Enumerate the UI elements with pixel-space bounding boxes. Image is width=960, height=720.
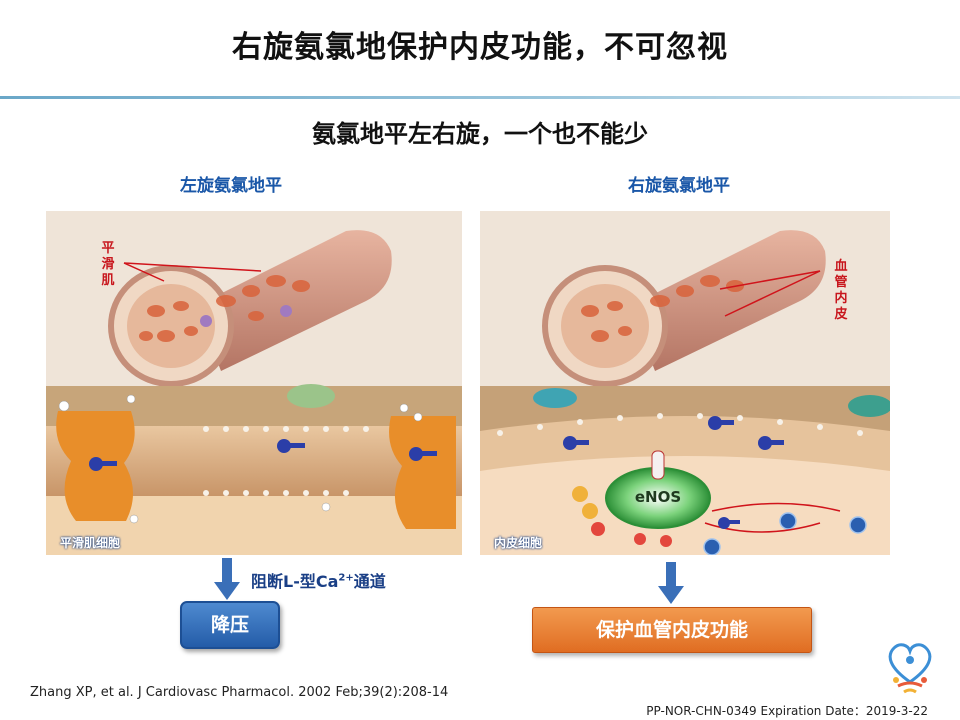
title-divider xyxy=(0,96,960,99)
block-note-superscript: 2+ xyxy=(338,572,354,584)
membrane-protein xyxy=(848,395,890,417)
down-arrow-icon xyxy=(658,562,684,604)
citation-text: Zhang XP, et al. J Cardiovasc Pharmacol.… xyxy=(30,685,449,700)
lower-blood-pressure-box: 降压 xyxy=(180,601,280,649)
cell-membrane xyxy=(480,416,890,471)
enos-label: eNOS xyxy=(634,488,682,506)
vascular-endothelium-label: 血管内皮 xyxy=(834,259,848,322)
smooth-muscle-cell-label: 平滑肌细胞 xyxy=(60,536,121,550)
document-code: PP-NOR-CHN-0349 Expiration Date：2019-3-2… xyxy=(646,704,928,718)
left-panel-label: 左旋氨氯地平 xyxy=(180,176,282,196)
down-arrow-icon xyxy=(214,558,240,600)
right-illustration xyxy=(480,211,890,555)
calcium-channel xyxy=(389,416,456,529)
block-note-suffix: 通道 xyxy=(353,572,386,591)
vessel-wall xyxy=(630,230,826,371)
pointer-arrow xyxy=(123,262,165,282)
left-illustration xyxy=(46,211,462,555)
pointer-arrow xyxy=(123,262,262,272)
pointer-arrow xyxy=(724,270,821,317)
pointer-arrow xyxy=(719,270,821,290)
left-illustration-panel: 平滑肌 平滑肌细胞 xyxy=(46,211,462,555)
calcium-channel-block-note: 阻断L-型Ca2+通道 xyxy=(251,568,386,592)
slide-subtitle: 氨氯地平左右旋，一个也不能少 xyxy=(312,120,648,148)
slide-title: 右旋氨氯地保护内皮功能，不可忽视 xyxy=(232,30,728,65)
receptor-protein xyxy=(287,384,335,408)
membrane-protein xyxy=(533,388,577,408)
block-note-prefix: 阻断L-型Ca xyxy=(251,572,339,591)
right-illustration-panel: 血管内皮 eNOS 内皮细胞 xyxy=(480,211,890,555)
vessel-wall xyxy=(196,230,392,371)
heart-people-logo-icon xyxy=(888,643,932,694)
protect-endothelium-box: 保护血管内皮功能 xyxy=(532,607,812,653)
endothelial-cell-label: 内皮细胞 xyxy=(494,536,543,550)
smooth-muscle-label: 平滑肌 xyxy=(101,241,115,288)
right-panel-label: 右旋氨氯地平 xyxy=(628,176,730,196)
